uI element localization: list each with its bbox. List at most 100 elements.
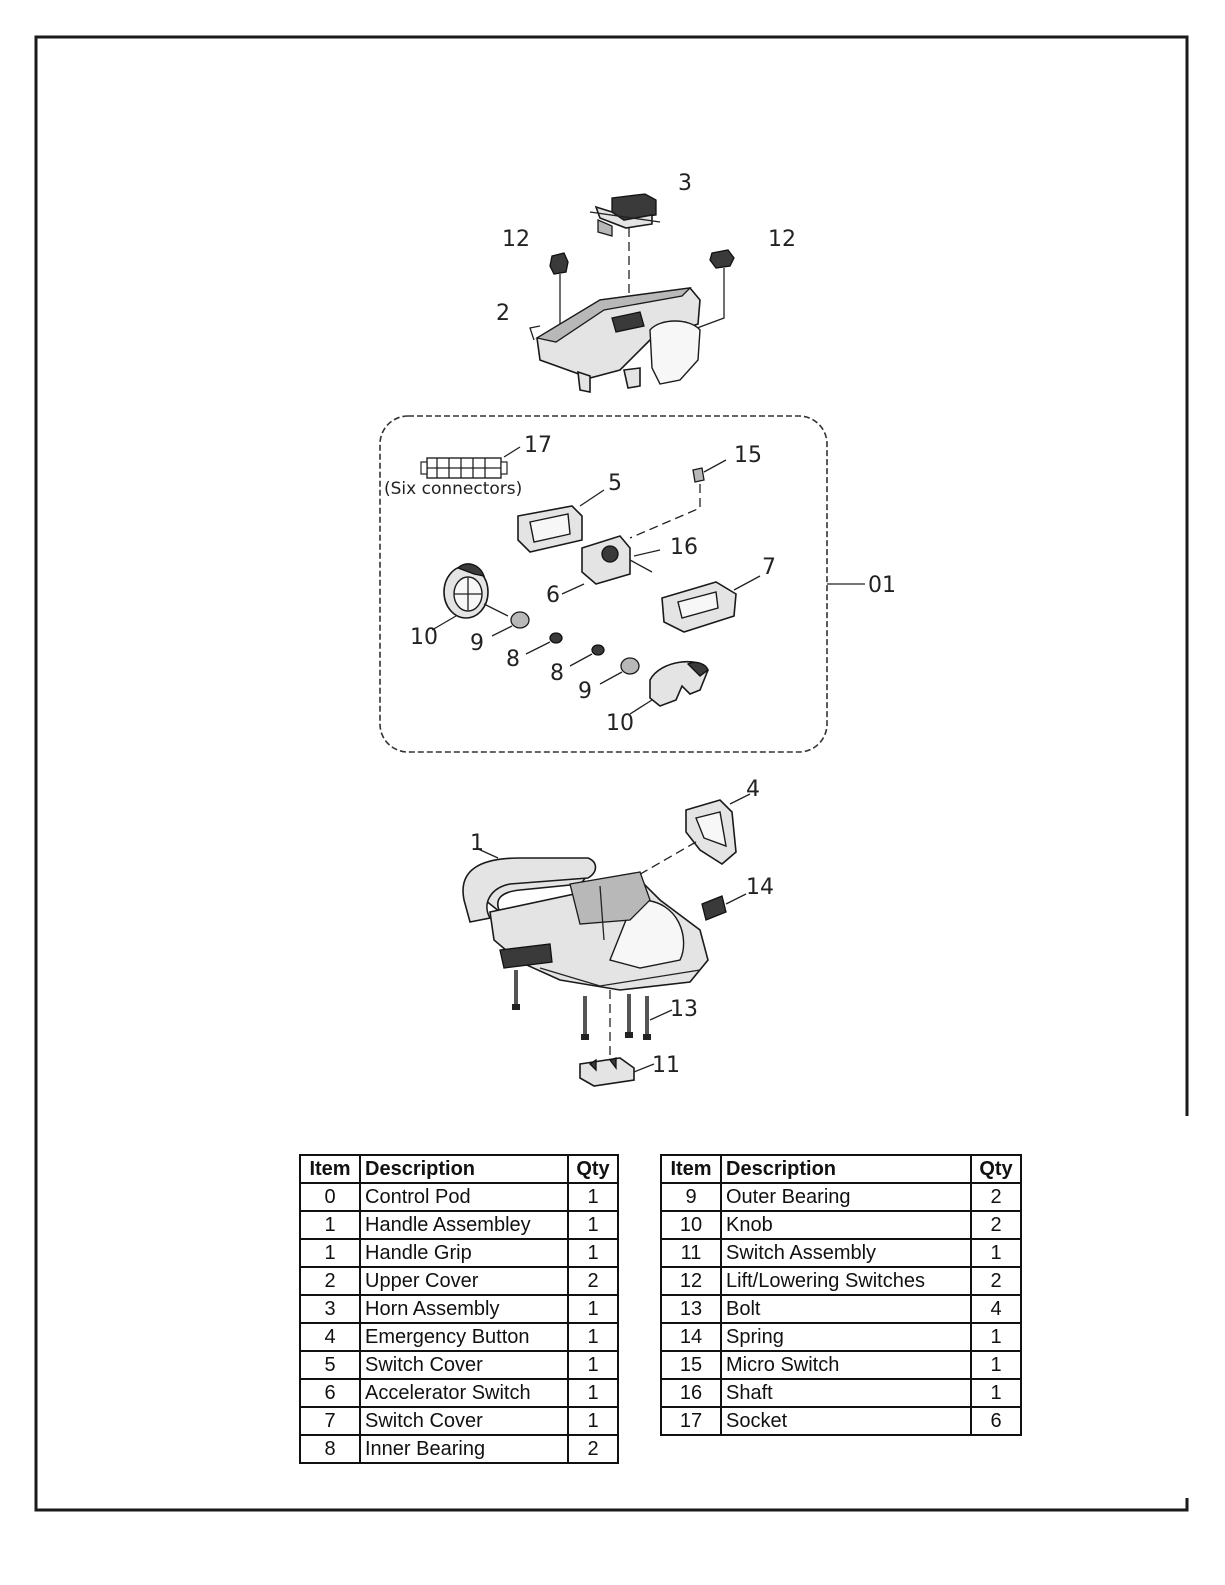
cell-qty: 1 [567, 1406, 619, 1436]
cell-qty: 1 [567, 1294, 619, 1324]
label-micro-switch: 15 [734, 443, 762, 468]
inner-bearing-left-part [525, 632, 563, 655]
cell-qty: 1 [970, 1322, 1022, 1352]
header-item: Item [299, 1154, 361, 1184]
cell-description: Switch Assembly [720, 1238, 972, 1268]
table-header-row: Item Description Qty [660, 1154, 1022, 1184]
cell-item: 0 [299, 1182, 361, 1212]
switch-right-part [709, 249, 735, 269]
label-outer-bearing-right: 9 [578, 679, 592, 704]
inner-bearing-right-part [569, 644, 605, 667]
cell-description: Control Pod [359, 1182, 569, 1212]
switch-cover-a-part [517, 489, 605, 553]
bolt-parts [512, 970, 673, 1040]
cell-description: Emergency Button [359, 1322, 569, 1352]
cell-item: 5 [299, 1350, 361, 1380]
micro-switch-part [692, 459, 727, 483]
switch-cover-b-part [661, 575, 761, 633]
cell-description: Bolt [720, 1294, 972, 1324]
cell-qty: 4 [970, 1294, 1022, 1324]
cell-item: 15 [660, 1350, 722, 1380]
header-description: Description [359, 1154, 569, 1184]
cell-qty: 1 [970, 1238, 1022, 1268]
label-knob-right: 10 [606, 711, 634, 736]
cell-qty: 1 [567, 1210, 619, 1240]
label-socket-note: (Six connectors) [384, 479, 522, 499]
knob-right-part [629, 661, 709, 715]
cell-description: Socket [720, 1406, 972, 1436]
cell-qty: 2 [970, 1210, 1022, 1240]
outer-bearing-right-part [599, 657, 640, 685]
upper-cover-part [529, 287, 701, 393]
cell-description: Switch Cover [359, 1350, 569, 1380]
cell-description: Switch Cover [359, 1406, 569, 1436]
cell-item: 11 [660, 1238, 722, 1268]
cell-qty: 1 [970, 1350, 1022, 1380]
outer-bearing-left-part [491, 611, 530, 637]
horn-assembly-part [589, 193, 661, 237]
cell-item: 3 [299, 1294, 361, 1324]
label-accelerator-switch: 6 [546, 583, 560, 608]
emergency-button-part [685, 793, 751, 865]
knob-left-part [431, 563, 509, 631]
cell-qty: 1 [567, 1350, 619, 1380]
control-pod-group [379, 415, 865, 753]
label-switch-right: 12 [768, 227, 796, 252]
cell-description: Lift/Lowering Switches [720, 1266, 972, 1296]
label-horn-assembly: 3 [678, 171, 692, 196]
label-switch-cover-a: 5 [608, 471, 622, 496]
spring-part [701, 893, 747, 921]
header-qty: Qty [970, 1154, 1022, 1184]
handle-part [462, 847, 709, 991]
cell-item: 14 [660, 1322, 722, 1352]
cell-qty: 1 [970, 1378, 1022, 1408]
table-header-row: Item Description Qty [299, 1154, 619, 1184]
cell-qty: 6 [970, 1406, 1022, 1436]
socket-part [420, 446, 521, 479]
cell-item: 1 [299, 1238, 361, 1268]
cell-item: 7 [299, 1406, 361, 1436]
cell-qty: 1 [567, 1182, 619, 1212]
cell-description: Upper Cover [359, 1266, 569, 1296]
header-description: Description [720, 1154, 972, 1184]
label-control-pod: 01 [868, 573, 896, 598]
cell-item: 13 [660, 1294, 722, 1324]
label-bolt: 13 [670, 997, 698, 1022]
cell-item: 9 [660, 1182, 722, 1212]
label-spring: 14 [746, 875, 774, 900]
cell-description: Outer Bearing [720, 1182, 972, 1212]
cell-item: 12 [660, 1266, 722, 1296]
cell-qty: 2 [567, 1434, 619, 1464]
cell-description: Horn Assembly [359, 1294, 569, 1324]
cell-item: 17 [660, 1406, 722, 1436]
cell-qty: 2 [970, 1266, 1022, 1296]
cell-description: Shaft [720, 1378, 972, 1408]
label-knob-left: 10 [410, 625, 438, 650]
cell-item: 10 [660, 1210, 722, 1240]
label-switch-cover-b: 7 [762, 555, 776, 580]
label-switch-left: 12 [502, 227, 530, 252]
label-upper-cover: 2 [496, 301, 510, 326]
cell-item: 16 [660, 1378, 722, 1408]
cell-item: 1 [299, 1210, 361, 1240]
header-item: Item [660, 1154, 722, 1184]
